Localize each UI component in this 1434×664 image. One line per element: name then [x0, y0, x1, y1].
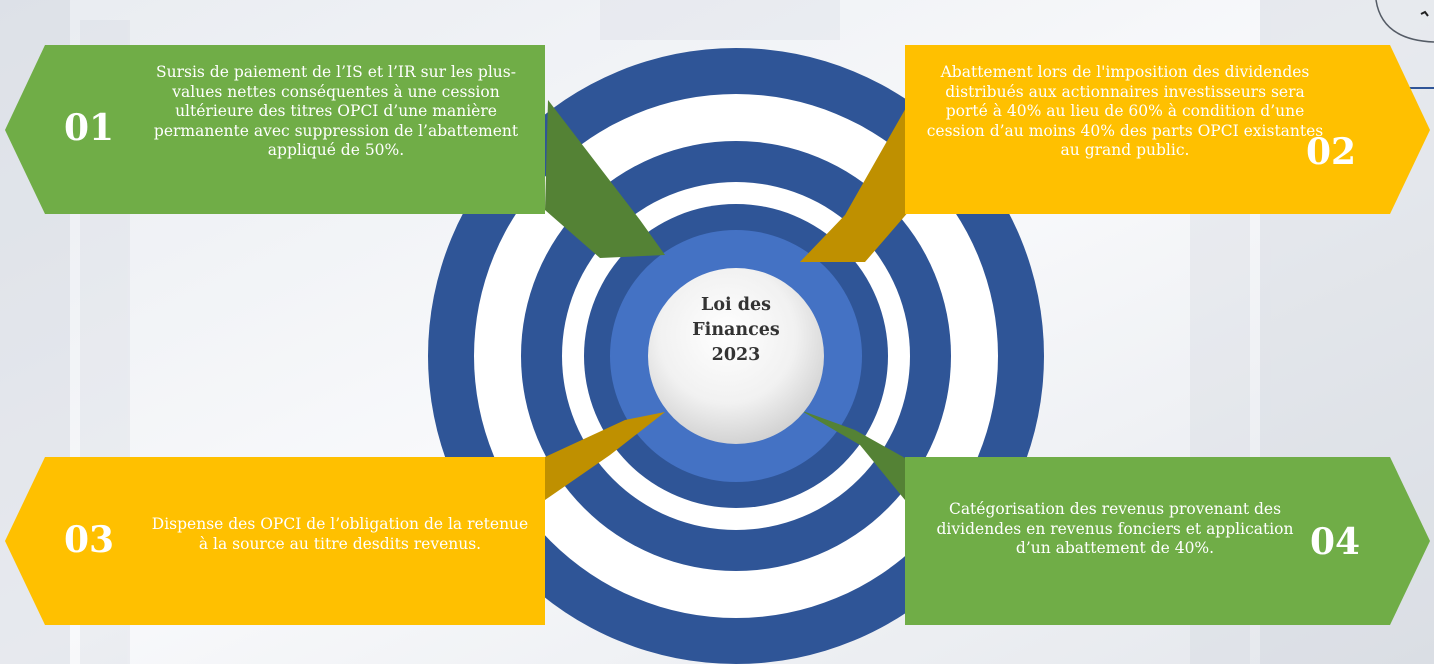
box-01-text: Sursis de paiement de l’IS et l’IR sur l… — [153, 63, 519, 159]
box-01-number: 01 — [64, 107, 115, 149]
center-title-line2: Finances — [692, 320, 780, 340]
connector-03 — [545, 412, 665, 500]
box-03-shape — [5, 457, 545, 625]
box-04-shape — [905, 457, 1430, 625]
connector-04 — [800, 410, 905, 500]
box-01-shape — [5, 45, 545, 214]
box-04-number: 04 — [1310, 521, 1361, 563]
box-03-text: Dispense des OPCI de l’obligation de la … — [151, 515, 529, 553]
center-title-line1: Loi des — [701, 295, 771, 315]
box-04-text: Catégorisation des revenus provenant des… — [936, 500, 1294, 557]
center-title: Loi des Finances 2023 — [668, 293, 804, 368]
center-title-line3: 2023 — [711, 345, 761, 365]
center-sphere — [648, 268, 824, 444]
connector-01 — [545, 100, 665, 258]
box-02-text: Abattement lors de l'imposition des divi… — [926, 63, 1324, 159]
box-03-number: 03 — [64, 519, 115, 561]
box-02-number: 02 — [1306, 131, 1357, 173]
box-02-shape — [905, 45, 1430, 214]
